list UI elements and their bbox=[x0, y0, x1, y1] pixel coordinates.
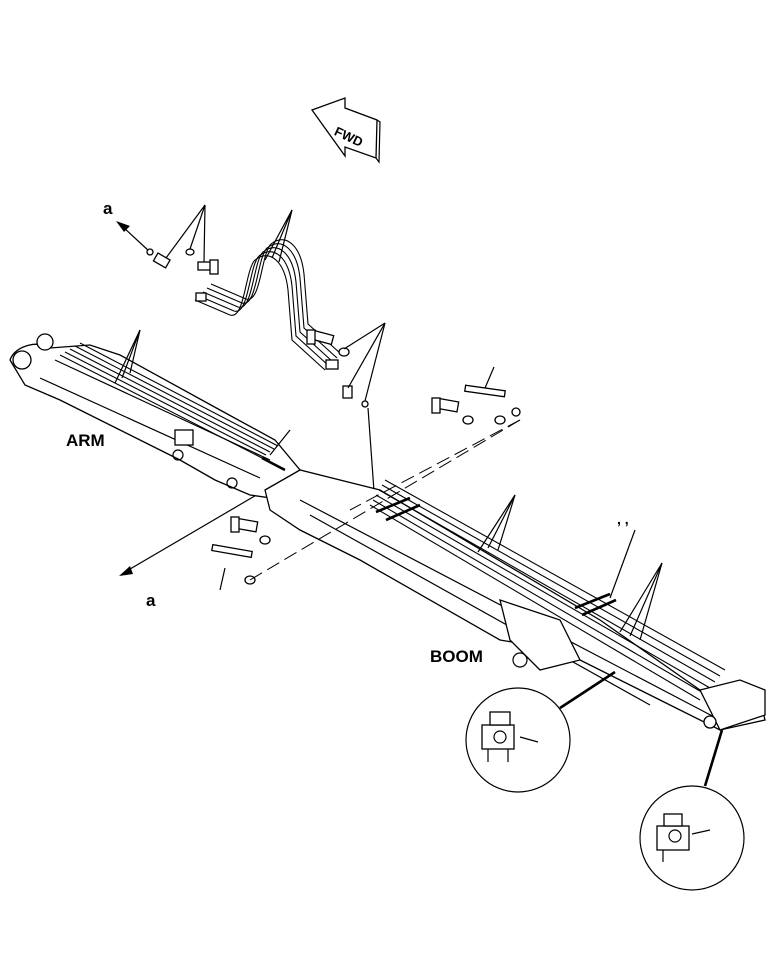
fwd-arrow-icon: FWD bbox=[310, 97, 381, 164]
clamp-icon bbox=[481, 711, 515, 762]
fitting-group-middle bbox=[306, 322, 386, 506]
fitting-group-lower-left bbox=[211, 516, 271, 591]
reference-arrow-top: a bbox=[103, 199, 151, 253]
arm-assembly: ARM bbox=[9, 329, 301, 501]
arm-hose-loop bbox=[194, 209, 342, 371]
fitting-group-top-left bbox=[146, 204, 219, 275]
dashed-leader-lines bbox=[249, 419, 521, 581]
reference-label-bottom: a bbox=[146, 591, 156, 610]
reference-label-top: a bbox=[103, 199, 113, 218]
clamp-detail-1 bbox=[465, 670, 616, 793]
clamp-icon bbox=[656, 813, 690, 862]
arm-label: ARM bbox=[66, 431, 105, 450]
boom-assembly: , , BOOM bbox=[264, 469, 766, 731]
clamp-detail-2 bbox=[639, 729, 745, 891]
commas-label: , , bbox=[617, 511, 629, 527]
boom-label: BOOM bbox=[430, 647, 483, 666]
reference-arrow-bottom: a bbox=[119, 489, 266, 610]
fitting-group-right bbox=[431, 366, 521, 425]
